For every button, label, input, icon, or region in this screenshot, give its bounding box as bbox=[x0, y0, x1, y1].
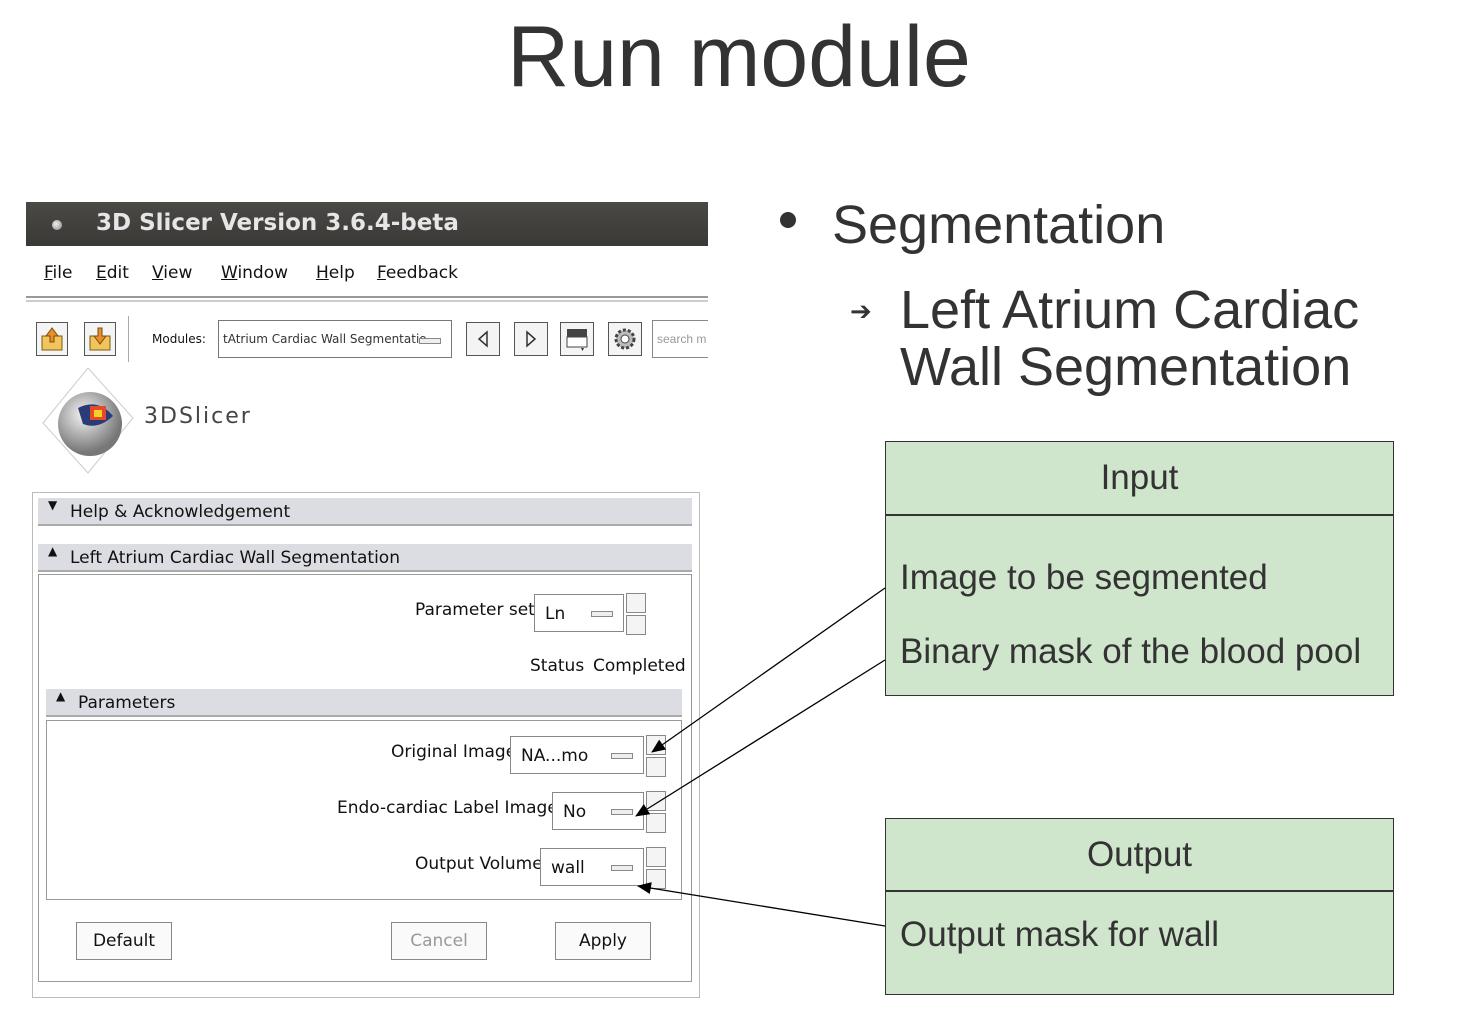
spin-down-icon[interactable] bbox=[646, 869, 666, 889]
original-image-spinner[interactable] bbox=[646, 735, 666, 777]
dropdown-knob-icon bbox=[419, 338, 441, 344]
menu-file[interactable]: File bbox=[44, 263, 73, 283]
slicer-logo-text: 3DSlicer bbox=[144, 404, 252, 429]
output-volume-spinner[interactable] bbox=[646, 847, 666, 889]
window-title: 3D Slicer Version 3.6.4-beta bbox=[96, 210, 459, 236]
output-volume-value: wall bbox=[551, 858, 585, 878]
input-line-image: Image to be segmented bbox=[900, 558, 1268, 597]
dropdown-knob-icon bbox=[611, 865, 633, 871]
prev-module-button[interactable] bbox=[466, 322, 500, 356]
slicer-logo-icon bbox=[42, 368, 134, 474]
original-image-label: Original Image bbox=[391, 742, 517, 762]
menu-edit[interactable]: Edit bbox=[96, 263, 129, 283]
bullet-module-name: Left Atrium Cardiac Wall Segmentation bbox=[900, 280, 1360, 397]
module-history-button[interactable] bbox=[560, 322, 594, 356]
spin-up-icon[interactable] bbox=[646, 847, 666, 867]
input-line-mask: Binary mask of the blood pool bbox=[900, 632, 1362, 671]
status-value: Completed bbox=[593, 656, 686, 676]
folder-down-icon bbox=[89, 327, 111, 351]
triangle-left-icon bbox=[477, 330, 488, 348]
menu-feedback[interactable]: Feedback bbox=[377, 263, 458, 283]
cancel-button[interactable]: Cancel bbox=[391, 922, 487, 960]
menu-view[interactable]: View bbox=[152, 263, 193, 283]
spin-up-icon[interactable] bbox=[646, 735, 666, 755]
folder-up-icon bbox=[41, 327, 63, 351]
load-scene-button[interactable] bbox=[36, 322, 68, 356]
gear-icon bbox=[614, 328, 636, 350]
collapse-arrow-icon: ▼ bbox=[48, 498, 58, 512]
slide-title: Run module bbox=[507, 9, 971, 105]
spin-down-icon[interactable] bbox=[646, 813, 666, 833]
history-dropdown-icon bbox=[566, 329, 588, 351]
arrow-bullet-icon: ➔ bbox=[850, 296, 872, 326]
endo-label-image-label: Endo-cardiac Label Image bbox=[337, 798, 558, 818]
apply-button[interactable]: Apply bbox=[555, 922, 651, 960]
triangle-right-icon bbox=[526, 330, 537, 348]
module-selector-value: tAtrium Cardiac Wall Segmentatio bbox=[223, 332, 427, 346]
help-section-label: Help & Acknowledgement bbox=[70, 502, 291, 522]
menu-window[interactable]: Window bbox=[221, 263, 289, 283]
status-label: Status bbox=[530, 656, 585, 676]
spin-up-icon[interactable] bbox=[626, 593, 646, 613]
spin-up-icon[interactable] bbox=[646, 791, 666, 811]
toolbar-divider bbox=[128, 316, 129, 362]
parameters-section-label: Parameters bbox=[78, 693, 176, 713]
window-titlebar: 3D Slicer Version 3.6.4-beta bbox=[26, 202, 708, 246]
original-image-value: NA...mo bbox=[521, 746, 589, 766]
expand-arrow-icon: ▲ bbox=[56, 689, 66, 703]
original-image-selector[interactable]: NA...mo bbox=[510, 736, 644, 774]
menu-bar: File Edit View Window Help Feedback bbox=[26, 246, 708, 298]
search-placeholder: search m bbox=[657, 332, 707, 346]
module-search-input[interactable]: search m bbox=[652, 320, 708, 358]
bullet-segmentation: Segmentation bbox=[832, 195, 1166, 255]
window-menu-icon[interactable] bbox=[52, 220, 62, 230]
output-volume-selector[interactable]: wall bbox=[540, 848, 644, 886]
module-section-label: Left Atrium Cardiac Wall Segmentation bbox=[70, 548, 400, 568]
output-box: Output Output mask for wall bbox=[885, 818, 1394, 995]
dropdown-knob-icon bbox=[611, 753, 633, 759]
endo-label-image-value: No bbox=[563, 802, 587, 822]
endo-label-image-spinner[interactable] bbox=[646, 791, 666, 833]
parameter-set-value: Ln bbox=[545, 604, 566, 624]
menu-help[interactable]: Help bbox=[316, 263, 355, 283]
bullet-dot-icon bbox=[780, 212, 796, 228]
default-button[interactable]: Default bbox=[76, 922, 172, 960]
toolbar: Modules: tAtrium Cardiac Wall Segmentati… bbox=[26, 300, 708, 368]
dropdown-knob-icon bbox=[611, 809, 633, 815]
output-volume-label: Output Volume bbox=[415, 854, 543, 874]
next-module-button[interactable] bbox=[514, 322, 548, 356]
input-box: Input Image to be segmented Binary mask … bbox=[885, 441, 1394, 696]
settings-button[interactable] bbox=[608, 322, 642, 356]
spin-down-icon[interactable] bbox=[626, 615, 646, 635]
spin-down-icon[interactable] bbox=[646, 757, 666, 777]
module-section-header[interactable]: ▲ Left Atrium Cardiac Wall Segmentation bbox=[38, 544, 692, 572]
parameter-set-selector[interactable]: Ln bbox=[534, 594, 624, 632]
parameters-section-header[interactable]: ▲ Parameters bbox=[46, 689, 682, 717]
endo-label-image-selector[interactable]: No bbox=[552, 792, 644, 830]
output-line-wall: Output mask for wall bbox=[900, 915, 1219, 954]
slicer-window: 3D Slicer Version 3.6.4-beta File Edit V… bbox=[26, 202, 708, 1000]
parameter-set-spinner[interactable] bbox=[626, 593, 646, 635]
parameter-set-label: Parameter set bbox=[415, 600, 535, 620]
module-selector[interactable]: tAtrium Cardiac Wall Segmentatio bbox=[218, 320, 452, 358]
save-scene-button[interactable] bbox=[84, 322, 116, 356]
expand-arrow-icon: ▲ bbox=[48, 544, 58, 558]
input-box-header: Input bbox=[886, 442, 1393, 516]
modules-label: Modules: bbox=[152, 332, 206, 346]
help-section-header[interactable]: ▼ Help & Acknowledgement bbox=[38, 498, 692, 526]
output-box-header: Output bbox=[886, 819, 1393, 892]
dropdown-knob-icon bbox=[591, 611, 613, 617]
